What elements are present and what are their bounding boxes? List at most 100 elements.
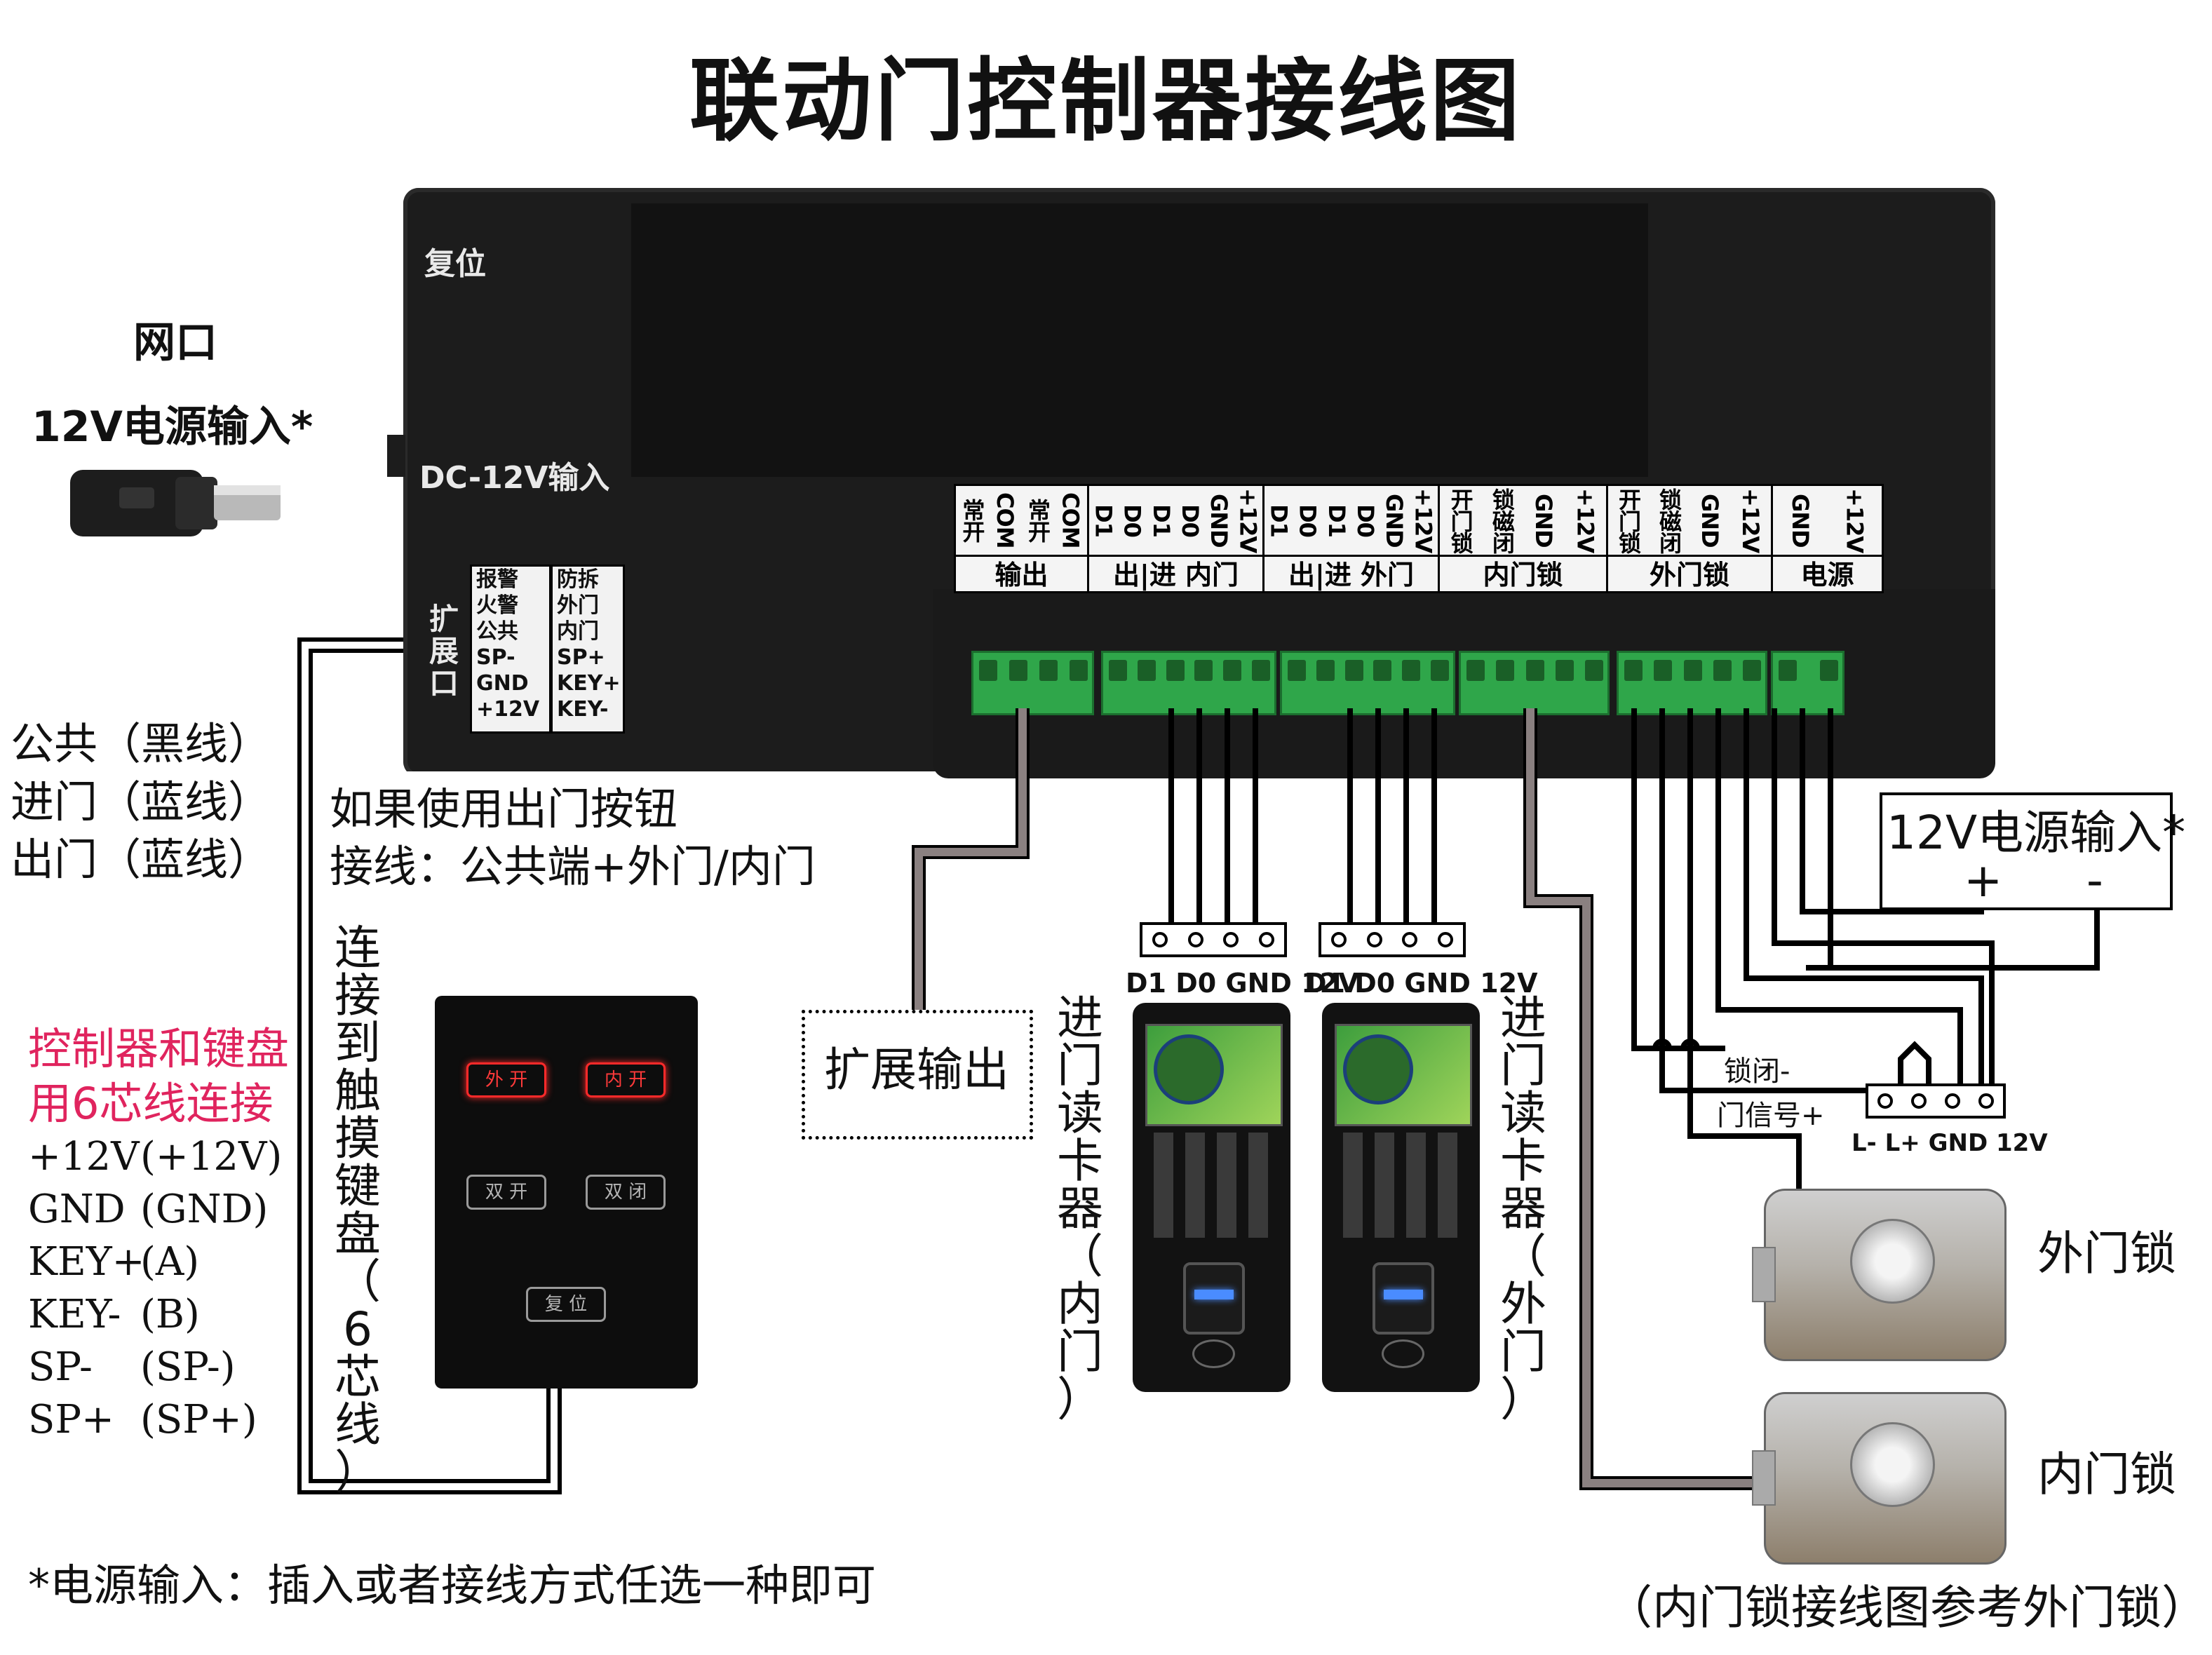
pin-map-5-val: (SP+) [140,1397,257,1443]
terminal-slot [1070,660,1088,681]
terminal-slot [1779,660,1797,681]
terminal-slot [1743,660,1761,681]
power-input-label: 12V电源输入* [32,403,313,452]
power-box-minus: - [2086,853,2103,907]
pin-map-4-key: SP- [28,1344,93,1390]
footer-note: *电源输入：插入或者接线方式任选一种即可 [28,1560,877,1611]
outer-reader-label: 进门读 卡器（ 外门） [1500,991,1546,1426]
pin-map-4-val: (SP-) [140,1344,236,1390]
terminal-slot [1496,660,1515,681]
terminal-output [971,651,1094,715]
power-box-title: 12V电源输入* [1887,806,2186,860]
expansion-port-label: 扩 展 口 [429,602,459,701]
outer-reader-connector [1319,922,1466,957]
terminal-slot [1223,660,1242,681]
keypad-double-open-button[interactable]: 双 开 [466,1175,546,1210]
keypad-reset-button[interactable]: 复 位 [526,1287,606,1322]
strip-outer-lock: 开门锁锁磁闭 GND+12V 外门锁 [1608,486,1773,591]
terminal-slot [1194,660,1213,681]
touch-keypad: 外 开 内 开 双 开 双 闭 复 位 [435,996,698,1389]
lock-connector [1866,1083,2006,1119]
inner-reader-pins: D1 D0 GND 12V [1126,968,1359,999]
terminal-slot [1252,660,1270,681]
expansion-panel-left: 报警火警公共 SP-GND+12V [470,565,551,734]
power-box-plus: + [1964,853,2003,907]
lock-closed-signal: 锁闭- [1724,1055,1790,1088]
terminal-slot [1009,660,1027,681]
terminal-slot [1402,660,1421,681]
pin-map-1-val: (GND) [140,1187,269,1232]
outer-card-reader [1322,1003,1480,1392]
pin-map-3-key: KEY- [28,1292,121,1337]
pin-map-0-val: (+12V) [140,1134,283,1180]
terminal-slot [1137,660,1156,681]
keypad-double-close-button[interactable]: 双 闭 [586,1175,666,1210]
inner-door-lock [1752,1392,2007,1565]
wire-common: 公共（黑线） [11,718,272,769]
page-title: 联动门控制器接线图 [689,49,1523,154]
inner-lock-label: 内门锁 [2037,1447,2176,1501]
terminal-inner-reader [1101,651,1276,715]
terminal-slot [1624,660,1643,681]
terminal-slot [1466,660,1485,681]
expansion-panel-right: 防拆外门内门 SP+KEY+KEY- [551,565,625,734]
terminal-outer-reader [1280,651,1455,715]
power-input-box [1880,792,2173,910]
inner-reader-label: 进门读 卡器（ 内门） [1057,991,1103,1426]
keypad-note-2: 用6芯线连接 [28,1078,274,1129]
keypad-link-label: 连接到 触摸键 盘（6 芯线） [335,921,381,1499]
pin-map-2-val: (A) [140,1239,200,1285]
terminal-inner-lock [1459,651,1610,715]
outer-lock-label: 外门锁 [2037,1227,2176,1281]
inner-lock-note: （内门锁接线图参考外门锁） [1606,1581,2208,1635]
terminal-slot [1654,660,1673,681]
pin-map-5-key: SP+ [28,1397,114,1443]
strip-power: GND+12V 电源 [1773,486,1882,591]
terminal-slot [1431,660,1449,681]
expansion-output-label: 扩展输出 [824,1043,1009,1097]
controller-cover [631,203,1648,477]
expansion-output-box [802,1010,1033,1140]
reset-label: 复位 [424,246,486,282]
exit-button-note-2: 接线：公共端+外门/内门 [330,841,816,892]
keypad-outer-open-button[interactable]: 外 开 [466,1062,546,1097]
outer-reader-pins: D1 D0 GND 12V [1304,968,1538,999]
door-signal: 门信号+ [1717,1100,1825,1132]
pin-map-0-key: +12V [28,1134,140,1180]
terminal-slot [979,660,997,681]
keypad-note-1: 控制器和键盘 [28,1023,290,1074]
inner-reader-connector [1140,922,1287,957]
network-port-label: 网口 [133,318,217,367]
pin-map-2-key: KEY+ [28,1239,145,1285]
inner-card-reader [1133,1003,1290,1392]
terminal-slot [1166,660,1185,681]
terminal-slot [1109,660,1127,681]
terminal-slot [1555,660,1574,681]
terminal-slot [1373,660,1392,681]
pin-map-3-val: (B) [140,1292,200,1337]
terminal-slot [1820,660,1838,681]
terminal-outer-lock [1617,651,1767,715]
dc-plug-image [70,470,281,536]
terminal-slot [1683,660,1702,681]
terminal-slot [1344,660,1363,681]
terminal-slot [1288,660,1306,681]
terminal-power [1771,651,1845,715]
exit-button-note-1: 如果使用出门按钮 [330,783,678,835]
terminal-slot [1713,660,1732,681]
strip-inner-lock: 开门锁锁磁闭 GND+12V 内门锁 [1440,486,1608,591]
terminal-slot [1316,660,1335,681]
dc-input-label: DC-12V输入 [419,460,610,496]
wire-entry: 进门（蓝线） [11,776,272,828]
lock-connector-pins: L- L+ GND 12V [1852,1129,2048,1157]
keypad-inner-open-button[interactable]: 内 开 [586,1062,666,1097]
terminal-slot [1039,660,1058,681]
outer-door-lock [1752,1189,2007,1361]
terminal-slot [1525,660,1544,681]
